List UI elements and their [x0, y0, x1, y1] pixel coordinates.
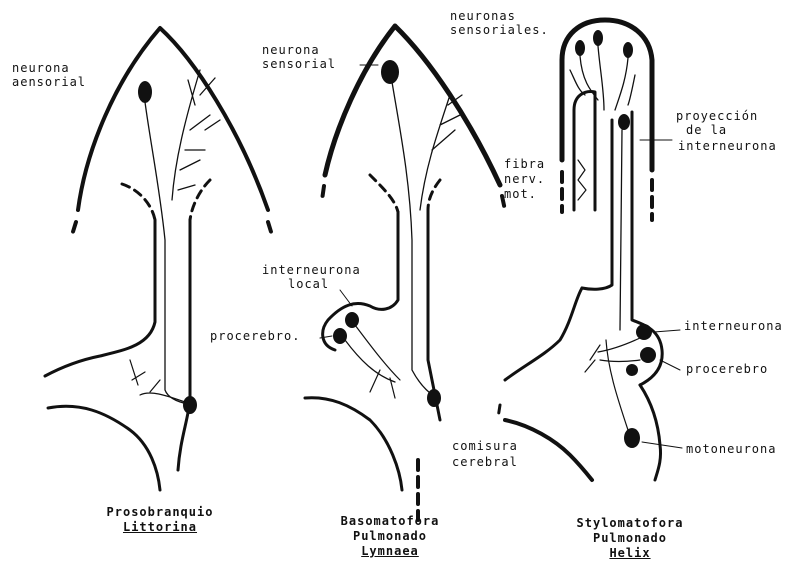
cerebral-right-outline [640, 385, 661, 480]
caption-lymnaea: Basomatofora Pulmonado Lymnaea [300, 514, 480, 559]
cerebral-lower-outline [305, 398, 402, 490]
leader-interneurona-helix [654, 330, 680, 332]
label-procerebrum: procerebro [686, 363, 768, 376]
nerve-right-wall [428, 210, 440, 420]
label-motor-fiber-line3: mot. [504, 188, 537, 201]
label-sensory-neuron-line2: aensorial [12, 76, 86, 89]
procerebrum-bulge-outline [632, 112, 662, 385]
inner-nerve-right [582, 120, 612, 289]
label-projection-line2: de la [686, 124, 727, 137]
local-interneuron-soma [345, 312, 359, 328]
tentacle-outline [325, 26, 500, 185]
label-motoneuron: motoneurona [686, 443, 776, 456]
label-sensory-neurons-line1: neuronas [450, 10, 516, 23]
caption-class: Stylomatofora [540, 516, 720, 531]
projection-interneuron-axon [620, 130, 622, 330]
caption-class: Basomatofora [300, 514, 480, 529]
sensory-neuron-axon [145, 102, 188, 404]
nerve-right-wall [178, 220, 190, 470]
label-sensory-neuron-line1: neurona [262, 44, 320, 57]
label-sensory-neuron-line1: neurona [12, 62, 70, 75]
dendritic-tree [420, 95, 462, 210]
procerebrum-soma [640, 347, 656, 363]
leader-motoneurona [642, 442, 682, 448]
motoneuron-axon [606, 340, 628, 430]
procerebrum-arborization [345, 325, 400, 398]
cut-end-marks [322, 186, 505, 210]
base-neuron-soma [427, 389, 441, 407]
nerve-top-right-dashed [428, 180, 440, 210]
leader-interneurona-local [340, 290, 352, 306]
base-arborization [130, 360, 185, 402]
cerebral-lower-outline [48, 406, 160, 490]
caption-genus: Helix [540, 546, 720, 561]
label-motor-fiber-line2: nerv. [504, 173, 545, 186]
label-projection-line1: proyección [676, 110, 758, 123]
sensory-neuron-soma [575, 40, 585, 56]
sensory-neuron-soma [623, 42, 633, 58]
label-projection-line3: interneurona [678, 140, 777, 153]
cut-end-marks [72, 222, 272, 235]
procerebrum-soma [626, 364, 638, 376]
sensory-neuron-soma [138, 81, 152, 103]
label-commissure-line1: comisura [452, 440, 518, 453]
label-local-interneuron-line1: interneurona [262, 264, 361, 277]
projection-interneuron-soma [618, 114, 630, 130]
caption-group: Pulmonado [300, 529, 480, 544]
sensory-neuron-soma [381, 60, 399, 84]
label-sensory-neuron-line2: sensorial [262, 58, 336, 71]
nerve-top-left-dashed [370, 175, 398, 212]
dendritic-tree [172, 70, 220, 200]
nerve-top-left-dashed [122, 184, 155, 220]
interneuron-soma [636, 324, 652, 340]
caption-littorina: Prosobranquio Littorina [60, 505, 260, 535]
tentacle-outline [78, 28, 268, 210]
commissure-dashed-end [498, 405, 500, 418]
motor-nerve-fiber [578, 160, 586, 200]
panel-helix-drawing [498, 20, 662, 480]
label-local-interneuron-line2: local [288, 278, 329, 291]
sensory-neuron-soma [593, 30, 603, 46]
caption-helix: Stylomatofora Pulmonado Helix [540, 516, 720, 561]
leader-procerebro-helix [660, 360, 680, 370]
motoneuron-soma [624, 428, 640, 448]
label-commissure-line2: cerebral [452, 456, 518, 469]
nerve-left-wall [45, 220, 155, 376]
label-sensory-neurons-line2: sensoriales. [450, 24, 549, 37]
procerebrum-bulge-outline [323, 212, 398, 350]
label-interneuron: interneurona [684, 320, 783, 333]
procerebrum-soma [333, 328, 347, 344]
cerebral-left-outline [505, 288, 582, 380]
label-motor-fiber-line1: fibra [504, 158, 545, 171]
panel-littorina-drawing [45, 28, 272, 490]
label-procerebrum: procerebro. [210, 330, 300, 343]
base-neuron-soma [183, 396, 197, 414]
commissure-outline [505, 420, 592, 480]
caption-group: Pulmonado [540, 531, 720, 546]
caption-genus: Lymnaea [300, 544, 480, 559]
caption-genus: Littorina [60, 520, 260, 535]
caption-class: Prosobranquio [60, 505, 260, 520]
